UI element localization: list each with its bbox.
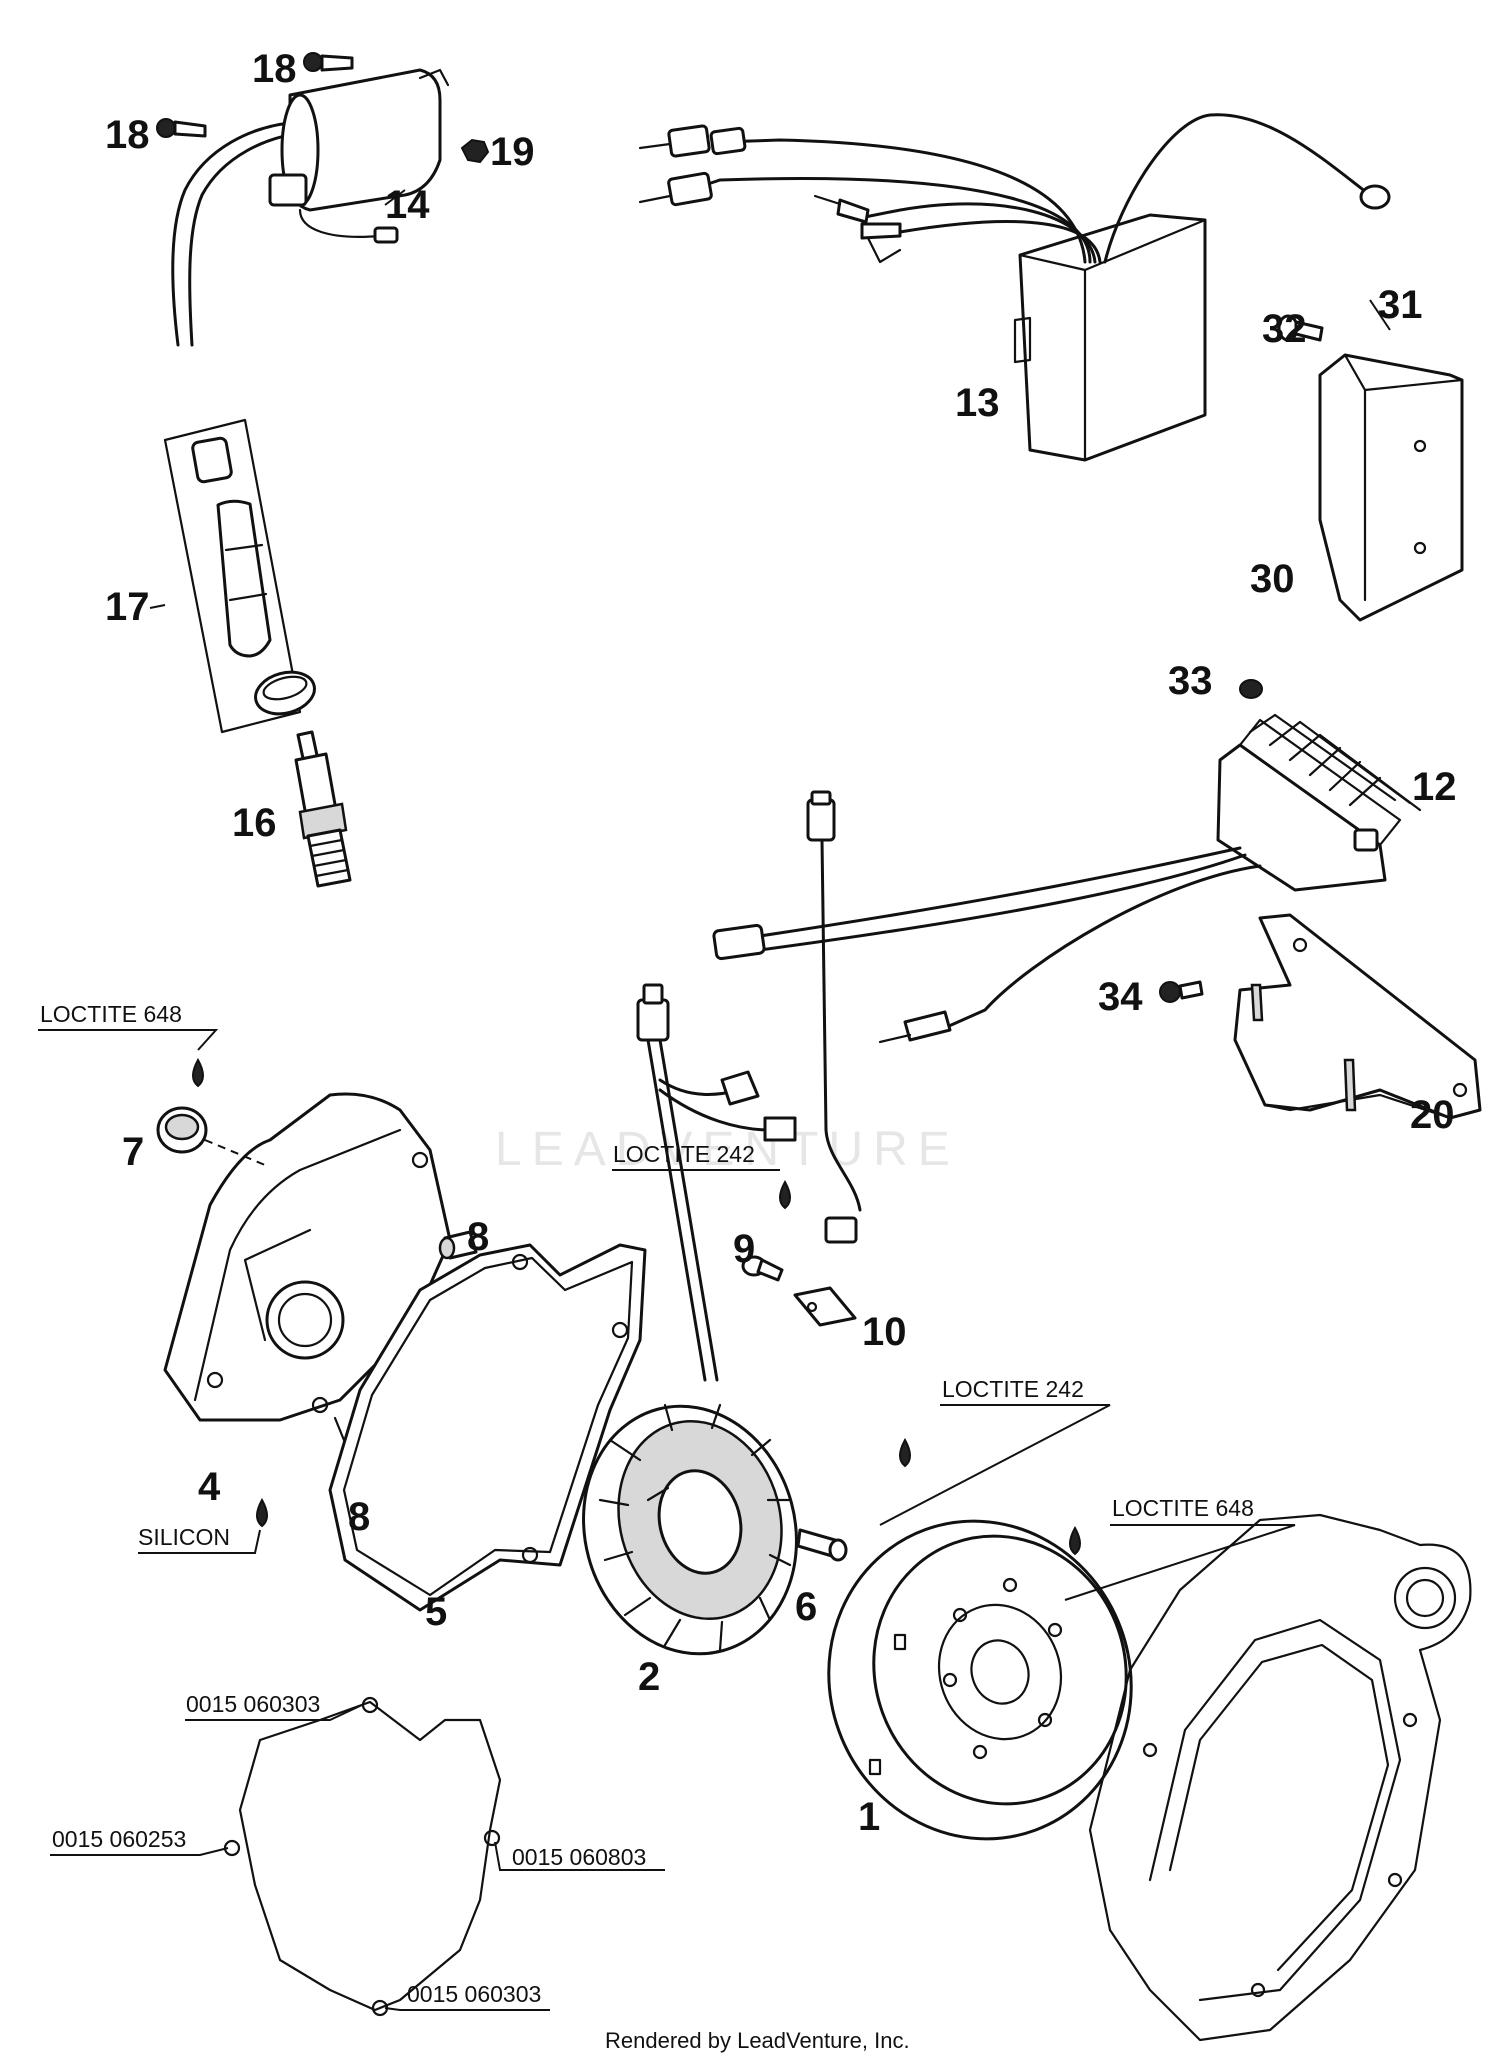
callout-33: 33 [1168,659,1213,703]
callout-30: 30 [1250,557,1295,601]
screw-6 [796,1528,848,1562]
callout-32: 32 [1262,307,1307,351]
note-loctite-242-low: LOCTITE 242 [942,1376,1084,1402]
callout-19: 19 [490,130,535,174]
gasket-reference-part [223,1696,502,2017]
note-gasket-top: 0015 060303 [186,1691,320,1717]
voltage-regulator-part [712,713,1422,1044]
flywheel-rotor-part [827,1519,1133,1841]
note-loctite-648-top: LOCTITE 648 [40,1001,182,1027]
regulator-mounting-plate-part [1233,913,1482,1120]
callout-4: 4 [198,1465,221,1509]
callout-8-upper: 8 [467,1215,489,1259]
spark-plug-part [294,730,352,888]
callout-13: 13 [955,381,1000,425]
stator-part [582,1403,798,1656]
callout-1: 1 [858,1795,880,1839]
leader-lines [38,189,1391,2011]
callout-16: 16 [232,801,277,845]
callout-14: 14 [385,183,430,227]
callout-9: 9 [733,1227,755,1271]
nut-19 [460,138,490,164]
callout-20: 20 [1410,1093,1455,1137]
callout-17: 17 [105,585,150,629]
callout-10: 10 [862,1310,907,1354]
stator-wiring [636,983,797,1382]
callout-12: 12 [1412,765,1457,809]
callout-34: 34 [1098,975,1143,1019]
note-gasket-bottom: 0015 060303 [407,1981,541,2007]
callout-31: 31 [1378,283,1423,327]
nut-33 [1239,679,1263,699]
pulse-generator-part [793,790,862,1327]
engine-cover-part [1088,1513,1472,2042]
cdi-unit-part [638,113,1391,462]
spark-plug-connector-part [163,418,316,734]
footer-credit: Rendered by LeadVenture, Inc. [605,2028,910,2053]
note-gasket-left: 0015 060253 [52,1826,186,1852]
glue-drop-markers [192,1057,1081,1556]
callout-8-lower: 8 [348,1495,370,1539]
callout-18-upper: 18 [252,47,297,91]
ignition-cover-part [163,1092,452,1422]
dowel-pin-8-upper [438,1230,478,1260]
cdi-bracket-part [1318,353,1464,622]
bolt-34 [1159,980,1204,1003]
bolt-18-lower [156,118,207,138]
callout-5: 5 [425,1590,447,1634]
bolt-18-upper [303,52,354,72]
callout-18-lower: 18 [105,113,150,157]
note-silicon: SILICON [138,1524,230,1550]
note-gasket-right: 0015 060803 [512,1844,646,1870]
note-loctite-242-mid: LOCTITE 242 [613,1141,755,1167]
gasket-part [328,1243,647,1612]
screw-32 [1277,314,1324,342]
ignition-coil-part [171,68,450,347]
plug-7-dashed-leader [204,1139,266,1166]
note-loctite-648-low: LOCTITE 648 [1112,1495,1254,1521]
plug-7 [156,1106,208,1154]
screw-9 [741,1255,784,1282]
callout-6: 6 [795,1585,817,1629]
callout-7: 7 [122,1130,144,1174]
watermark-text: LEADVENTURE [495,1123,960,1176]
callout-2: 2 [638,1655,660,1699]
